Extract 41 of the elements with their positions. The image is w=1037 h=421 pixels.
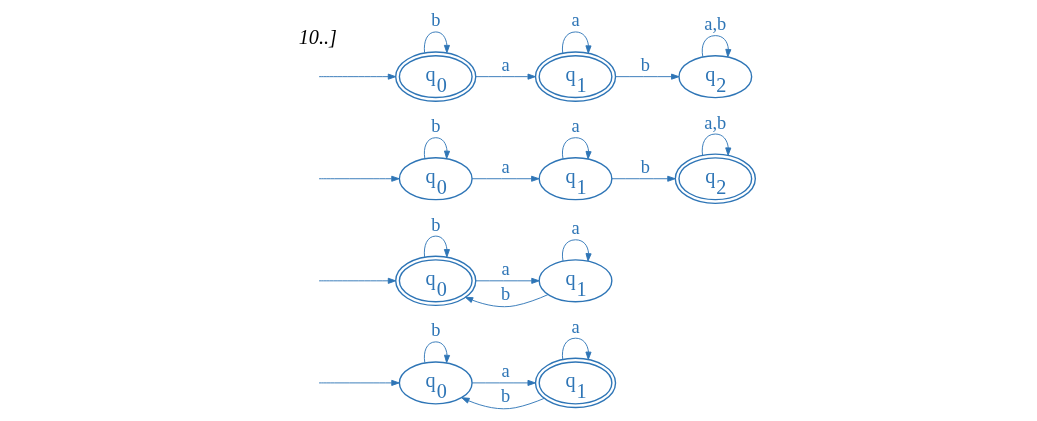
- arrow: [464, 294, 549, 308]
- edge-label: b: [431, 10, 441, 31]
- edge-label: b: [640, 55, 651, 76]
- edge-label: b: [640, 157, 651, 178]
- edge-label: a: [501, 259, 510, 280]
- edge-label: a,b: [704, 112, 727, 133]
- edge-label: a: [571, 10, 580, 31]
- edge-label: b: [431, 116, 441, 137]
- arrow: [461, 397, 545, 410]
- arrow: [561, 137, 592, 160]
- edge-label: a: [501, 157, 510, 178]
- arrow: [423, 137, 451, 159]
- edge-label: a,b: [704, 14, 727, 35]
- arrow: [475, 73, 536, 80]
- edge-label: b: [501, 386, 511, 407]
- arrow: [318, 379, 400, 386]
- edge-label: b: [501, 284, 511, 305]
- edge-label: a: [571, 316, 580, 337]
- arrow: [611, 175, 676, 182]
- arrow: [318, 277, 397, 284]
- arrow: [561, 337, 592, 360]
- edge-label: a: [571, 218, 580, 239]
- arrow: [471, 379, 536, 386]
- arrow: [318, 175, 400, 182]
- arrow: [701, 133, 732, 156]
- arrow: [318, 73, 397, 80]
- edge-label: a: [501, 361, 510, 382]
- arrow: [423, 31, 450, 54]
- arrow: [471, 175, 540, 182]
- arrow: [615, 73, 680, 80]
- arrow: [561, 239, 592, 262]
- edge-label: b: [431, 320, 441, 341]
- arrow: [561, 31, 592, 54]
- edge-label: a: [571, 116, 580, 137]
- arrow: [423, 341, 451, 364]
- edge-label: a: [501, 55, 510, 76]
- label: 10..]: [298, 26, 337, 49]
- arrow: [423, 235, 450, 258]
- edge-label: b: [431, 214, 441, 235]
- arrow: [701, 35, 732, 58]
- arrow: [475, 277, 540, 284]
